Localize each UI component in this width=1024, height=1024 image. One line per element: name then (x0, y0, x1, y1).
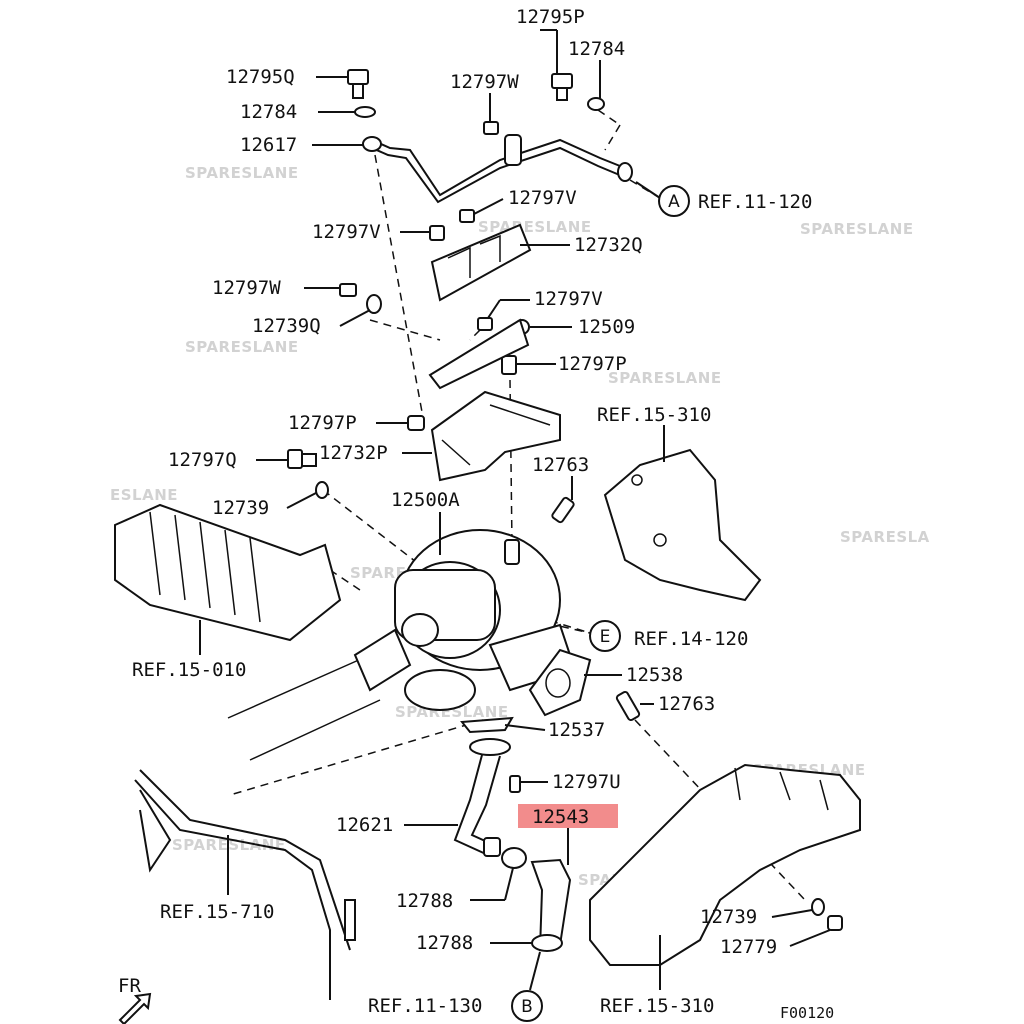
bracket-12509 (428, 318, 530, 390)
label-ref-15-010: REF.15-010 (132, 659, 246, 681)
bolt-12797v-a (459, 209, 475, 223)
part-labels: 12795P 12784 12795Q 12797W 12784 12617 1… (118, 6, 834, 1022)
label-12621: 12621 (336, 814, 393, 836)
washer-12739q (366, 294, 382, 314)
exhaust-manifold-ref-15-310 (589, 763, 861, 966)
intake-hose-ref-15-010 (114, 503, 381, 761)
wiring-harness-ref-15-710 (134, 769, 356, 1000)
washer-12784-left (354, 106, 376, 118)
label-12797p-a: 12797P (558, 353, 627, 375)
label-12739-left: 12739 (212, 497, 269, 519)
washer-12739-left (315, 481, 329, 499)
callout-a-letter: A (668, 192, 680, 212)
bolt-12795p (551, 73, 573, 101)
label-12739q: 12739Q (252, 315, 321, 337)
watermark: SPARESLANE (800, 220, 914, 238)
label-12797v-b: 12797V (312, 221, 381, 243)
label-12784-top: 12784 (568, 38, 625, 60)
watermark: SPARESLANE (185, 338, 299, 356)
watermark: SPARESLA (840, 528, 930, 546)
bolt-12797v-c (477, 317, 493, 331)
callout-e: E (589, 620, 621, 652)
bolt-12797w-top (483, 121, 499, 135)
label-ref-11-130: REF.11-130 (368, 995, 482, 1017)
label-12797u: 12797U (552, 771, 621, 793)
label-12537: 12537 (548, 719, 605, 741)
label-12795q: 12795Q (226, 66, 295, 88)
highlight-box-12543 (518, 804, 618, 828)
label-12784-left: 12784 (240, 101, 297, 123)
figure-code: F00120 (780, 1004, 834, 1022)
oil-feed-pipe-12617 (362, 134, 633, 204)
exhaust-elbow-ref-15-310 (603, 448, 762, 602)
washer-12784-top (587, 97, 605, 111)
label-12797w-top: 12797W (450, 71, 519, 93)
label-fr: FR (118, 975, 141, 997)
label-12732p: 12732P (319, 442, 388, 464)
label-12788-a: 12788 (396, 890, 453, 912)
bolt-12797u (509, 775, 521, 793)
bolt-12797p-a (501, 355, 517, 375)
label-12763-b: 12763 (658, 693, 715, 715)
label-12797v-a: 12797V (508, 187, 577, 209)
gasket-12538 (528, 648, 592, 717)
bolt-12797v-b (429, 225, 445, 241)
label-ref-14-120: REF.14-120 (634, 628, 748, 650)
nut-12779 (827, 915, 843, 931)
label-12732q: 12732Q (574, 234, 643, 256)
bolt-12797q (287, 449, 317, 469)
label-ref-15-710: REF.15-710 (160, 901, 274, 923)
gasket-12537 (460, 716, 514, 734)
heat-shield-12732q (430, 223, 532, 302)
clamp-12788-b (531, 934, 563, 952)
callout-b-letter: B (521, 997, 533, 1017)
bolt-12797w-left (339, 283, 357, 297)
watermark: ESLANE (110, 486, 178, 504)
watermark: SPARESLANE (185, 164, 299, 182)
label-12797v-c: 12797V (534, 288, 603, 310)
stud-12763-b (615, 690, 641, 722)
label-12788-b: 12788 (416, 932, 473, 954)
bolt-12797p-b (407, 415, 425, 431)
bolt-12795q (347, 69, 369, 99)
fr-arrow-icon (118, 992, 152, 1024)
watermark: SPARESLANE (608, 369, 722, 387)
label-12509: 12509 (578, 316, 635, 338)
stud-12763-a (551, 496, 575, 524)
callout-e-letter: E (600, 627, 611, 647)
heat-shield-12732p (430, 390, 561, 482)
label-12779: 12779 (720, 936, 777, 958)
clamp-12788-a (501, 847, 527, 869)
parts (114, 69, 861, 1024)
label-12797p-b: 12797P (288, 412, 357, 434)
oil-return-pipe-12621 (453, 738, 511, 857)
label-12795p: 12795P (516, 6, 585, 28)
label-12797q: 12797Q (168, 449, 237, 471)
callout-a: A (658, 185, 690, 217)
label-12617: 12617 (240, 134, 297, 156)
label-12763-a: 12763 (532, 454, 589, 476)
label-ref-11-120: REF.11-120 (698, 191, 812, 213)
label-12500a: 12500A (391, 489, 460, 511)
label-12739-right: 12739 (700, 906, 757, 928)
label-12543: 12543 (532, 806, 589, 828)
label-ref-15-310-bottom: REF.15-310 (600, 995, 714, 1017)
label-12538: 12538 (626, 664, 683, 686)
leader-lines (199, 29, 831, 991)
label-ref-15-310-top: REF.15-310 (597, 404, 711, 426)
label-12797w-left: 12797W (212, 277, 281, 299)
washer-12739-right (811, 898, 825, 916)
callout-b: B (511, 990, 543, 1022)
